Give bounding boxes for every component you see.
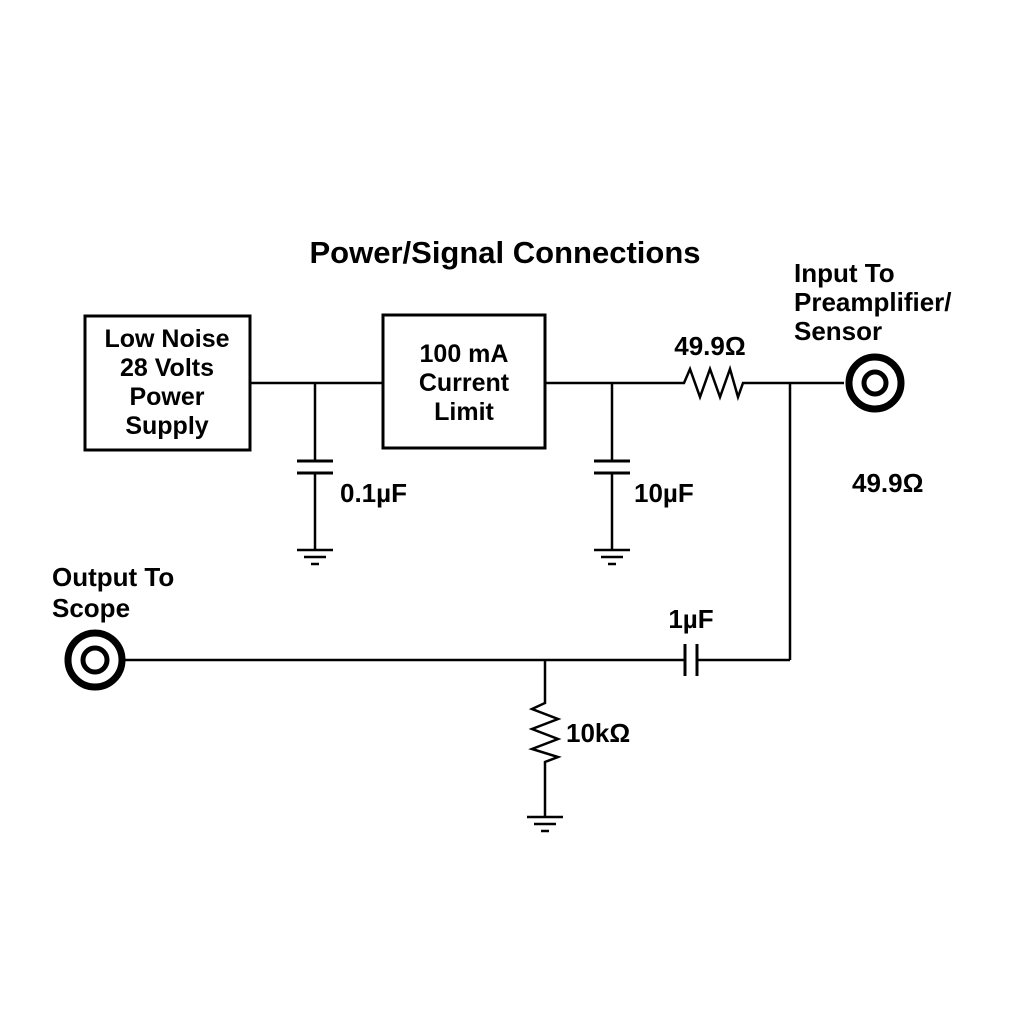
cap1-label: 1µF xyxy=(668,604,713,634)
input-connector-outer-ring xyxy=(845,353,905,413)
ground-symbol-3 xyxy=(527,815,563,833)
diagram-title: Power/Signal Connections xyxy=(310,235,701,270)
current-limit-box: 100 mA Current Limit xyxy=(381,313,547,450)
ground-symbol-2 xyxy=(594,548,630,566)
power-supply-line2: 28 Volts xyxy=(120,354,214,382)
resistor-series-label: 49.9Ω xyxy=(674,331,745,361)
power-supply-line1: Low Noise xyxy=(104,325,229,353)
resistor-10k-label: 10kΩ xyxy=(566,718,630,748)
power-supply-line3: Power xyxy=(129,383,204,411)
output-label-line2: Scope xyxy=(52,593,130,623)
output-label-line1: Output To xyxy=(52,562,174,592)
power-supply-line4: Supply xyxy=(125,412,208,440)
resistor-10k: 10kΩ xyxy=(527,660,630,833)
input-label-line1: Input To xyxy=(794,258,895,288)
resistor-49_9-series: 49.9Ω xyxy=(674,331,748,402)
current-limit-line2: Current xyxy=(419,369,510,397)
resistor-10k-zigzag xyxy=(528,700,562,766)
cap01-label: 0.1µF xyxy=(340,478,407,508)
cap10-label: 10µF xyxy=(634,478,694,508)
resistor-series-zigzag xyxy=(678,364,748,402)
current-limit-line1: 100 mA xyxy=(420,340,509,368)
input-label-line3: Sensor xyxy=(794,316,882,346)
power-supply-box: Low Noise 28 Volts Power Supply xyxy=(83,314,252,452)
input-connector: Input To Preamplifier/ Sensor xyxy=(794,258,952,413)
input-connector-inner-ring xyxy=(861,369,889,397)
input-label-line2: Preamplifier/ xyxy=(794,287,952,317)
output-connector-inner-ring xyxy=(80,645,110,675)
capacitor-0_1uf: 0.1µF xyxy=(297,383,407,566)
current-limit-line3: Limit xyxy=(434,398,494,426)
ground-symbol-1 xyxy=(297,548,333,566)
current-limit-outline xyxy=(381,313,547,450)
output-connector: Output To Scope xyxy=(52,562,174,691)
resistor-termination-label: 49.9Ω xyxy=(852,468,923,498)
capacitor-1uf: 1µF xyxy=(124,604,790,676)
output-connector-outer-ring xyxy=(64,629,126,691)
capacitor-10uf: 10µF xyxy=(594,383,694,566)
